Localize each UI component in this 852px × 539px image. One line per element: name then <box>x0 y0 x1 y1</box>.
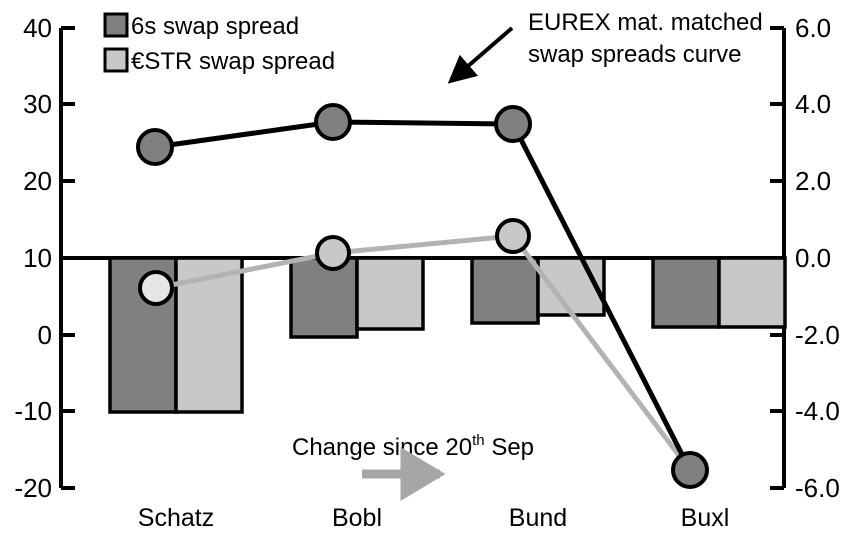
left-axis-tick-label: -20 <box>14 473 52 503</box>
left-axis-tick-label: -10 <box>14 396 52 426</box>
black-marker-bobl <box>314 103 352 141</box>
bar-estr-bobl <box>355 256 425 331</box>
left-axis-tick-label: 20 <box>23 166 52 196</box>
annotation-eurex-curve: EUREX mat. matched swap spreads curve <box>447 9 763 84</box>
category-label-buxl: Buxl <box>681 504 730 532</box>
legend-label-estr: €STR swap spread <box>131 48 335 75</box>
left-axis-tick-label: 30 <box>23 89 52 119</box>
annotation-change-suffix: Sep <box>485 434 534 461</box>
line-series-eurex-swap-spreads-curve <box>136 103 709 489</box>
line-series-change-since-20th-sep <box>138 218 692 472</box>
left-axis-tick-label: 40 <box>23 13 52 43</box>
annotation-eurex-line1: EUREX mat. matched <box>528 9 763 36</box>
gray-marker-bund <box>495 218 531 254</box>
bar-6s-bobl <box>289 256 359 339</box>
black-marker-schatz <box>136 128 174 166</box>
right-axis-tick-label: 6.0 <box>795 13 831 43</box>
bar-6s-bund <box>470 256 540 325</box>
left-axis-tick-label: 10 <box>23 243 52 273</box>
gray-marker-bobl <box>315 235 351 271</box>
legend-swatch-6s <box>103 12 129 38</box>
annotation-change-prefix: Change since 20 <box>292 434 472 461</box>
right-axis: 6.0 4.0 2.0 0.0 -2.0 -4.0 -6.0 <box>770 13 840 503</box>
category-label-bobl: Bobl <box>332 504 382 532</box>
gray-curve-path <box>155 233 692 472</box>
annotation-change-text: Change since 20th Sep <box>292 432 534 461</box>
right-axis-tick-label: 2.0 <box>795 166 831 196</box>
annotation-eurex-line2: swap spreads curve <box>528 41 741 68</box>
annotation-change-since: Change since 20th Sep <box>292 432 534 501</box>
category-label-bund: Bund <box>509 504 567 532</box>
annotation-arrow-icon <box>447 26 514 84</box>
category-labels: Schatz Bobl Bund Buxl <box>138 504 730 532</box>
legend: 6s swap spread €STR swap spread <box>103 12 335 75</box>
gray-marker-schatz <box>138 270 174 306</box>
black-curve-path <box>154 119 693 472</box>
right-axis-tick-label: -6.0 <box>795 473 840 503</box>
legend-swatch-estr <box>103 47 129 73</box>
annotation-change-superscript: th <box>472 432 485 449</box>
right-axis-tick-label: 0.0 <box>795 243 831 273</box>
right-axis-tick-label: -4.0 <box>795 396 840 426</box>
right-axis-tick-label: 4.0 <box>795 89 831 119</box>
bar-6s-buxl <box>651 256 721 329</box>
left-axis-tick-label: 0 <box>38 320 52 350</box>
bar-estr-buxl <box>717 256 787 329</box>
right-axis-tick-label: -2.0 <box>795 320 840 350</box>
black-marker-bund <box>494 105 532 143</box>
category-label-schatz: Schatz <box>138 504 214 532</box>
left-axis: 40 30 20 10 0 -10 -20 <box>14 13 75 503</box>
legend-label-6s: 6s swap spread <box>131 13 299 40</box>
black-marker-buxl <box>671 451 709 489</box>
